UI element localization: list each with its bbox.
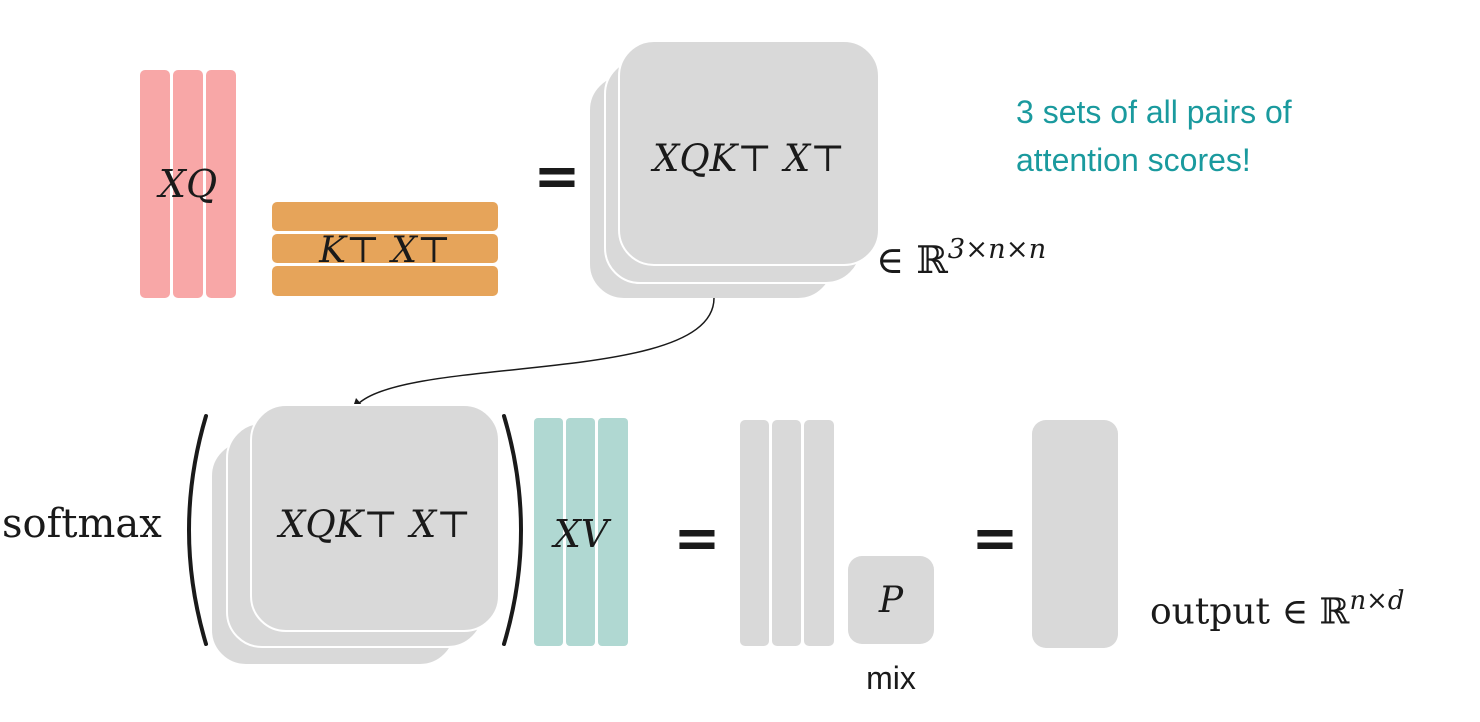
output-domain: output ∈ ℝn×d	[1150, 586, 1404, 646]
head-column-1	[740, 420, 769, 646]
kt-row-1	[272, 202, 498, 231]
scores-domain: ∈ ℝ3×n×n	[876, 234, 1046, 294]
left-parenthesis	[187, 414, 208, 646]
softmax-label: softmax	[2, 501, 162, 547]
kt-row-2	[272, 234, 498, 263]
equals-sign-bottom-1: =	[673, 505, 721, 571]
mix-label: mix	[866, 659, 916, 696]
attention-note: 3 sets of all pairs of attention scores!	[1016, 88, 1292, 184]
mix-matrix-p: P	[848, 556, 934, 644]
xv-column-3	[598, 418, 628, 646]
kt-xt-label: K⊤ X⊤	[319, 229, 451, 271]
kt-row-3	[272, 266, 498, 296]
xv-label: XV	[553, 512, 609, 556]
output-prefix: output ∈ ℝ	[1150, 591, 1350, 633]
scores-label-bottom: XQK⊤ X⊤	[278, 502, 471, 546]
output-exponent: n×d	[1349, 586, 1405, 616]
xq-label: XQ	[158, 162, 218, 206]
right-parenthesis	[502, 414, 523, 646]
attention-scores-stack: XQK⊤ X⊤	[588, 40, 880, 302]
kt-xt-matrix: K⊤ X⊤	[272, 202, 498, 296]
xq-column-3	[206, 70, 236, 298]
xq-column-2	[173, 70, 203, 298]
output-matrix	[1032, 420, 1118, 648]
softmax-card-front	[250, 404, 500, 632]
note-line-1: 3 sets of all pairs of	[1016, 94, 1292, 130]
equals-sign-bottom-2: =	[971, 505, 1019, 571]
note-line-2: attention scores!	[1016, 142, 1251, 178]
head-column-3	[804, 420, 834, 646]
xv-matrix: XV	[534, 418, 628, 646]
flow-arrow-curve	[357, 297, 715, 405]
score-card-front	[618, 40, 880, 266]
scores-label-top: XQK⊤ X⊤	[652, 136, 845, 180]
xq-column-1	[140, 70, 170, 298]
head-column-2	[772, 420, 801, 646]
xv-column-2	[566, 418, 595, 646]
xv-column-1	[534, 418, 563, 646]
xq-matrix: XQ	[140, 70, 236, 298]
softmax-scores-stack: XQK⊤ X⊤	[210, 404, 500, 666]
domain-exponent: 3×n×n	[947, 234, 1047, 265]
equals-sign-top: =	[533, 143, 581, 209]
heads-output-matrix	[740, 420, 834, 646]
domain-symbol: ∈ ℝ	[876, 238, 948, 283]
